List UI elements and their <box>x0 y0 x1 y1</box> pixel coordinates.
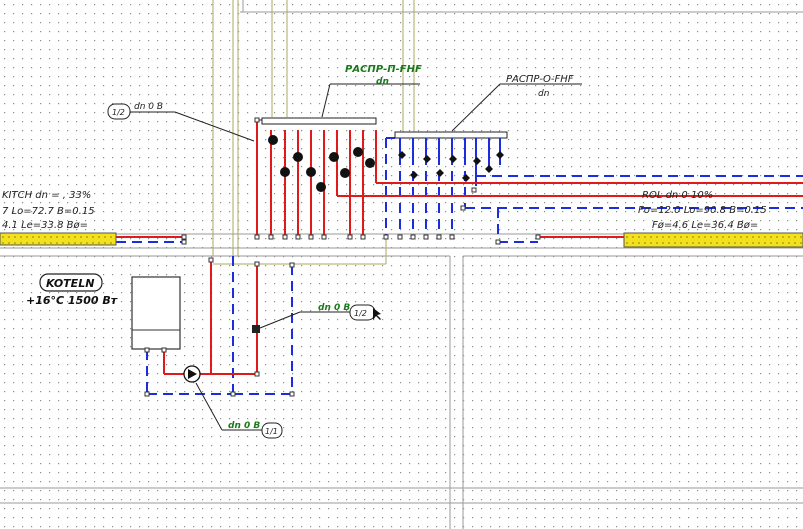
mid-tag-badge: 1/2 <box>354 309 367 318</box>
kitchen-line2: 7 Lo=72.7 B=0.15 <box>2 206 95 217</box>
valve-icon <box>473 157 481 165</box>
supply-manifold <box>257 117 377 125</box>
manifold-supply-name: РАСПР-П-FHF <box>345 64 422 75</box>
boiler-room-title: KOTELN <box>46 277 94 290</box>
return-valves <box>398 151 504 182</box>
junction-nodes <box>144 117 541 397</box>
valve-icon <box>485 165 493 173</box>
room-title-frame <box>39 273 103 292</box>
valve-icon <box>496 151 504 159</box>
bottom-tag-badge: 1/1 <box>265 427 278 436</box>
right-room-line2: Fo=12.0 Lo=90.8 B=0.15 <box>638 205 767 216</box>
valve-icon <box>398 151 406 159</box>
radiator-left <box>0 232 117 246</box>
boiler-icon[interactable] <box>131 276 181 353</box>
manifold-supply-dn: dn <box>376 77 389 87</box>
right-room-line3: Fø=4.6 Le=36.4 Bø= <box>652 220 758 231</box>
badge-top <box>107 103 131 120</box>
valve-icon <box>340 168 350 178</box>
valve-icon <box>280 167 290 177</box>
valve-icon <box>329 152 339 162</box>
risers <box>212 0 415 265</box>
valve-icon <box>365 158 375 168</box>
bottom-tag: dn 0 В <box>228 421 260 431</box>
radiator-right <box>623 232 803 248</box>
cursor-icon <box>373 308 381 320</box>
manifold-return-dn: dn <box>538 89 550 99</box>
pump-icon[interactable] <box>183 365 201 383</box>
riser-tag-top: dn 0 В <box>134 102 163 112</box>
supply-valves <box>268 135 375 192</box>
valve-icon <box>293 152 303 162</box>
valve-icon <box>410 171 418 179</box>
supply-pipes <box>116 120 803 375</box>
valve-icon <box>353 147 363 157</box>
valve-icon <box>252 325 260 333</box>
valve-icon <box>423 155 431 163</box>
valve-icon <box>449 155 457 163</box>
valve-icon <box>316 182 326 192</box>
boiler-room-params: +16°C 1500 Вт <box>26 294 118 307</box>
kitchen-line1: KITCH dn = , 33% <box>2 190 91 201</box>
return-manifold <box>394 131 508 176</box>
kitchen-line3: 4.1 Le=33.8 Bø= <box>2 220 88 231</box>
valve-icon <box>268 135 278 145</box>
mid-tag: dn 0 В <box>318 303 350 313</box>
valve-icon <box>436 169 444 177</box>
valve-icon <box>306 167 316 177</box>
badge-bottom <box>261 422 283 439</box>
valve-icon <box>462 174 470 182</box>
right-room-line1: ROL dn 0 10% <box>642 190 713 201</box>
manifold-return-name: РАСПР-О-FHF <box>506 74 574 85</box>
riser-tag-top-badge: 1/2 <box>112 108 125 117</box>
